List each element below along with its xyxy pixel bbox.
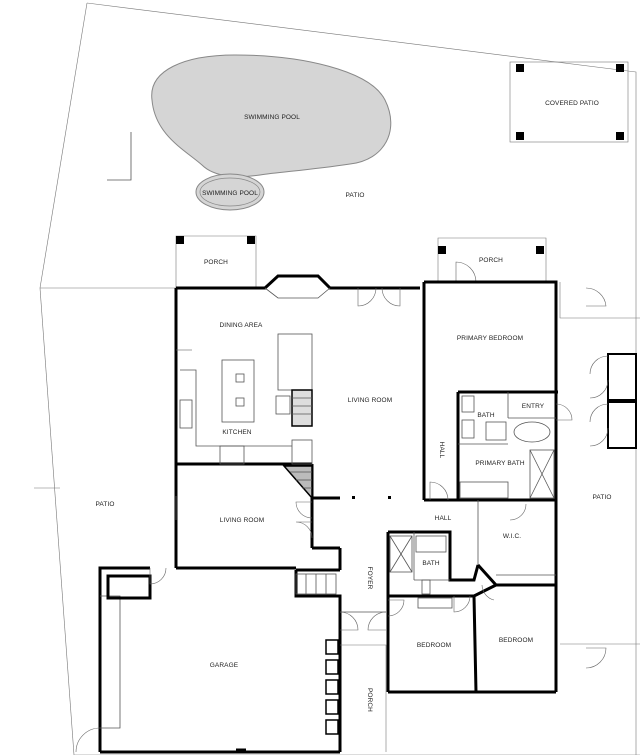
patio-step-marker bbox=[107, 132, 132, 181]
covered-patio-label: COVERED PATIO bbox=[545, 100, 599, 107]
primary-bath-label: PRIMARY BATH bbox=[475, 460, 524, 467]
bath-fixtures: BATH ENTRY PRIMARY BATH BATH bbox=[389, 395, 555, 609]
foyer-label: FOYER bbox=[366, 567, 373, 590]
porch-left: PORCH bbox=[175, 235, 257, 288]
kitchen-fixtures: DINING AREA KITCHEN bbox=[179, 322, 313, 465]
spa-label: SWIMMING POOL bbox=[202, 190, 258, 197]
bedroom-left-label: BEDROOM bbox=[417, 642, 451, 649]
swimming-pool: SWIMMING POOL SWIMMING POOL bbox=[151, 54, 392, 211]
patio-top-label: PATIO bbox=[345, 192, 364, 199]
porch-right-label: PORCH bbox=[479, 257, 503, 264]
entry-label: ENTRY bbox=[522, 403, 545, 410]
swimming-pool-label: SWIMMING POOL bbox=[244, 114, 300, 121]
living-room-main-label: LIVING ROOM bbox=[348, 397, 392, 404]
patio-left-label: PATIO bbox=[95, 501, 114, 508]
bath-primary-label: BATH bbox=[477, 412, 494, 419]
right-structures bbox=[559, 282, 640, 645]
covered-patio: COVERED PATIO bbox=[509, 61, 629, 143]
dining-area-label: DINING AREA bbox=[220, 322, 264, 329]
kitchen-label: KITCHEN bbox=[222, 429, 251, 436]
bedroom-right-label: BEDROOM bbox=[499, 637, 533, 644]
hall-vertical-label: HALL bbox=[438, 442, 445, 459]
wic-label: W.I.C. bbox=[503, 533, 521, 540]
hall-label: HALL bbox=[435, 515, 452, 522]
living-room-small-label: LIVING ROOM bbox=[220, 517, 264, 524]
porch-front-label: PORCH bbox=[366, 688, 373, 712]
bath-small-label: BATH bbox=[422, 560, 439, 567]
porch-right: PORCH bbox=[437, 237, 547, 283]
doors bbox=[75, 287, 607, 753]
house-walls bbox=[98, 274, 558, 754]
lot-boundary bbox=[34, 2, 640, 755]
patio-right-label: PATIO bbox=[592, 494, 611, 501]
porch-left-label: PORCH bbox=[204, 259, 228, 266]
garage-label: GARAGE bbox=[210, 662, 239, 669]
primary-bedroom-label: PRIMARY BEDROOM bbox=[457, 335, 523, 342]
stairs bbox=[282, 465, 337, 595]
